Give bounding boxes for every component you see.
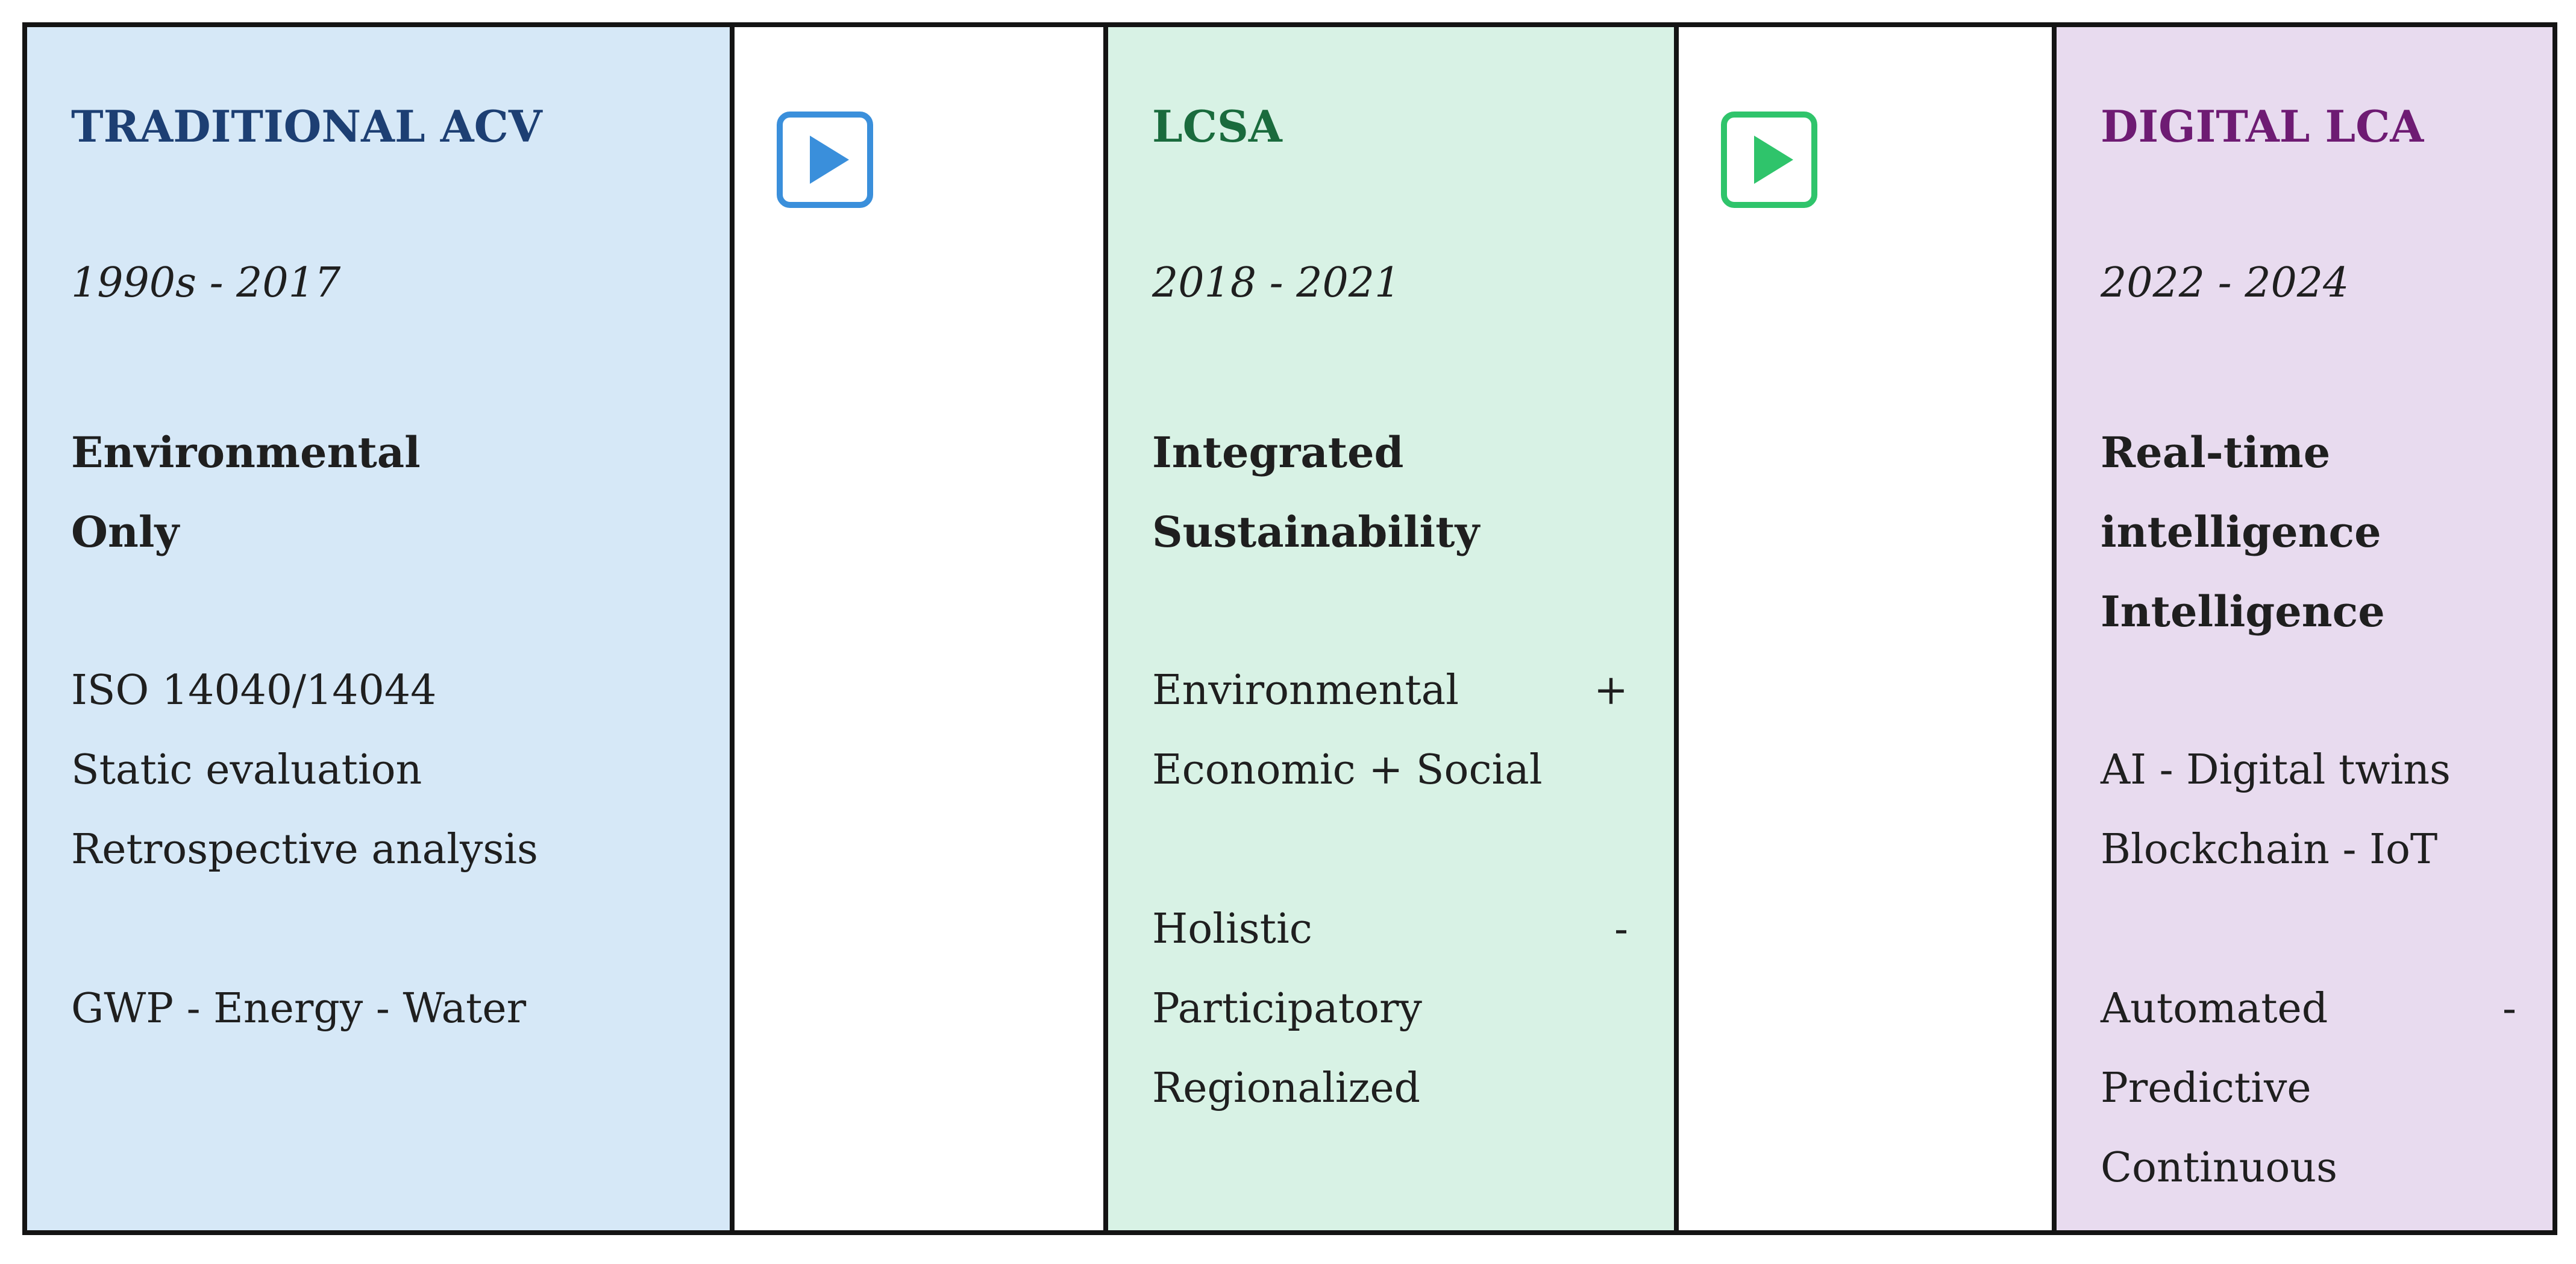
stage-features: AI - Digital twins Blockchain - IoT [2101, 746, 2451, 873]
timeline-table: TRADITIONAL ACV 1990s - 2017 Environment… [22, 22, 2557, 1235]
stage-features: Environmental + Economic + Social [1152, 667, 1628, 794]
play-arrow-shape [810, 136, 849, 184]
stage-focus: Real-time intelligence Intelligence [2101, 427, 2385, 637]
stage-period: 2018 - 2021 [1152, 259, 1401, 307]
stage-features: ISO 14040/14044 Static evaluation Retros… [71, 667, 538, 873]
transition-column-1 [730, 27, 1103, 1230]
play-arrow-shape [1754, 136, 1793, 184]
stage-indicators: Automated - Predictive Continuous [2101, 985, 2516, 1192]
stage-traditional-acv: TRADITIONAL ACV 1990s - 2017 Environment… [27, 27, 730, 1230]
stage-title: LCSA [1152, 101, 1282, 152]
stage-period: 1990s - 2017 [71, 259, 341, 307]
play-arrow-icon [777, 112, 873, 208]
stage-indicators: Holistic - Participatory Regionalized [1152, 905, 1628, 1112]
stage-period: 2022 - 2024 [2101, 259, 2349, 307]
stage-lcsa: LCSA 2018 - 2021 Integrated Sustainabili… [1103, 27, 1674, 1230]
stage-focus: Environmental Only [71, 427, 421, 557]
stage-focus: Integrated Sustainability [1152, 427, 1480, 557]
play-arrow-icon [1721, 112, 1817, 208]
stage-title: TRADITIONAL ACV [71, 101, 542, 152]
stage-digital-lca: DIGITAL LCA 2022 - 2024 Real-time intell… [2052, 27, 2552, 1230]
stage-indicators: GWP - Energy - Water [71, 985, 527, 1033]
stage-title: DIGITAL LCA [2101, 101, 2424, 152]
transition-column-2 [1674, 27, 2052, 1230]
